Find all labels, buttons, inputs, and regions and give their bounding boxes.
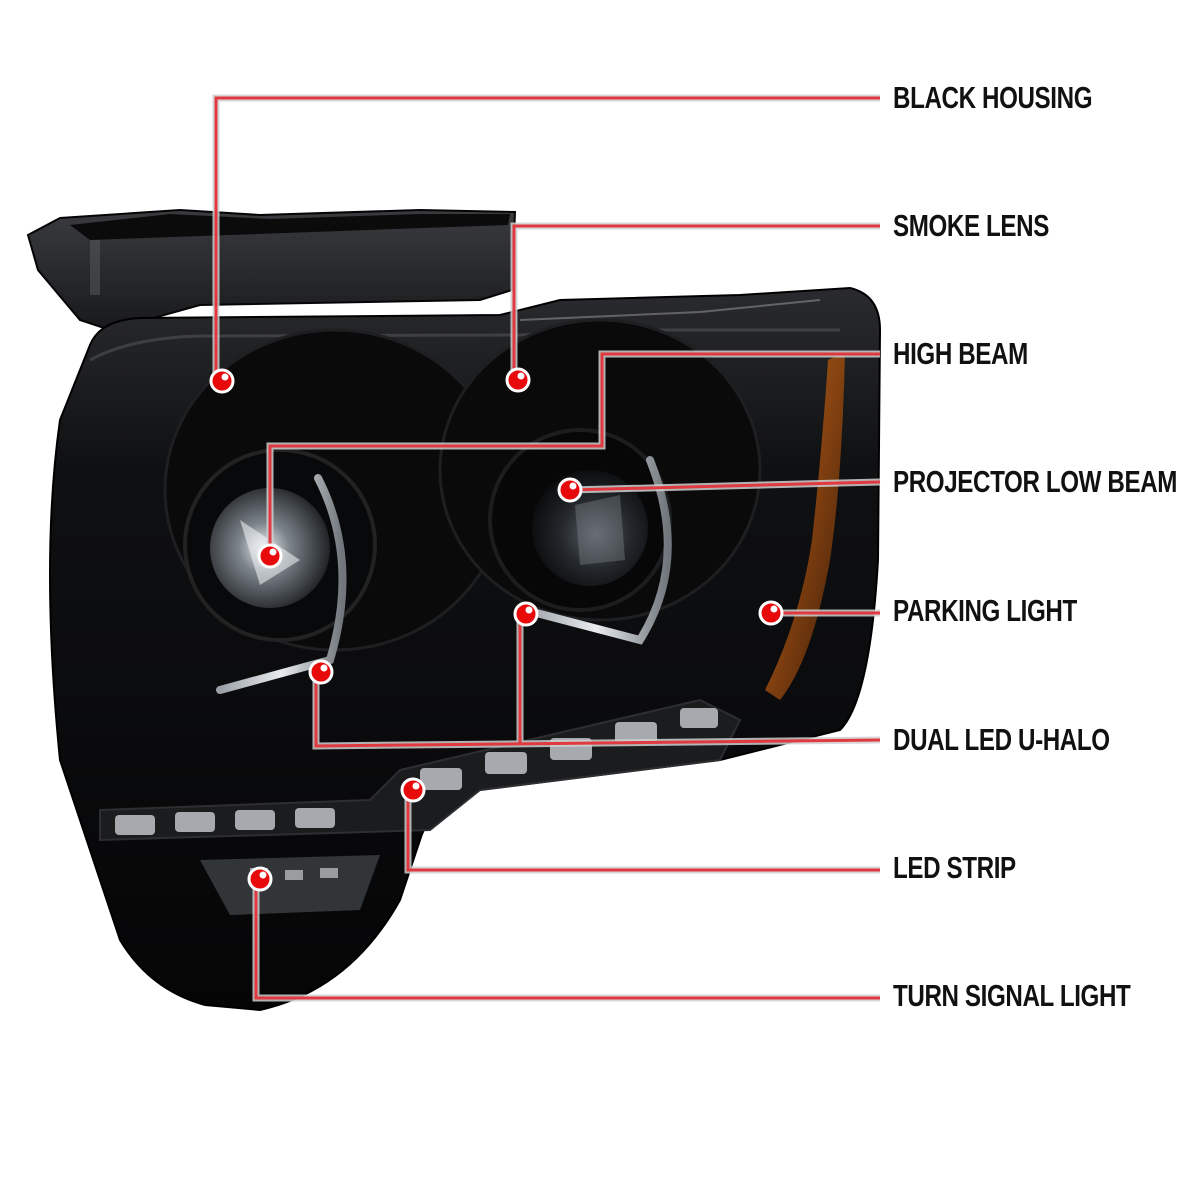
leader-lines — [212, 94, 881, 1002]
dot-turn-signal — [247, 866, 273, 892]
amber-parking-light — [765, 352, 845, 700]
dot-smoke-lens — [505, 367, 531, 393]
label-high-beam: HIGH BEAM — [893, 336, 1028, 371]
dot-parking-light — [758, 600, 784, 626]
label-black-housing: BLACK HOUSING — [893, 80, 1093, 115]
dot-u-halo-left — [308, 659, 334, 685]
dot-u-halo-right — [513, 601, 539, 627]
label-parking-light: PARKING LIGHT — [893, 593, 1077, 628]
label-projector-low-beam: PROJECTOR LOW BEAM — [893, 464, 1178, 499]
dot-high-beam — [257, 543, 283, 569]
label-turn-signal-light: TURN SIGNAL LIGHT — [893, 978, 1131, 1013]
dot-led-strip — [400, 777, 426, 803]
dot-projector-low-beam — [557, 477, 583, 503]
turn-signal-reflector — [200, 855, 380, 915]
mounting-bracket — [26, 208, 517, 332]
u-halo-left — [216, 474, 347, 694]
label-smoke-lens: SMOKE LENS — [893, 208, 1049, 243]
led-strip-bar — [99, 698, 742, 842]
dot-black-housing — [209, 368, 235, 394]
label-led-strip: LED STRIP — [893, 850, 1016, 885]
label-dual-led-u-halo: DUAL LED U-HALO — [893, 722, 1110, 757]
high-beam-reflector — [183, 448, 377, 642]
callout-dots — [209, 367, 784, 892]
projector-low-beam-lens — [488, 428, 672, 612]
